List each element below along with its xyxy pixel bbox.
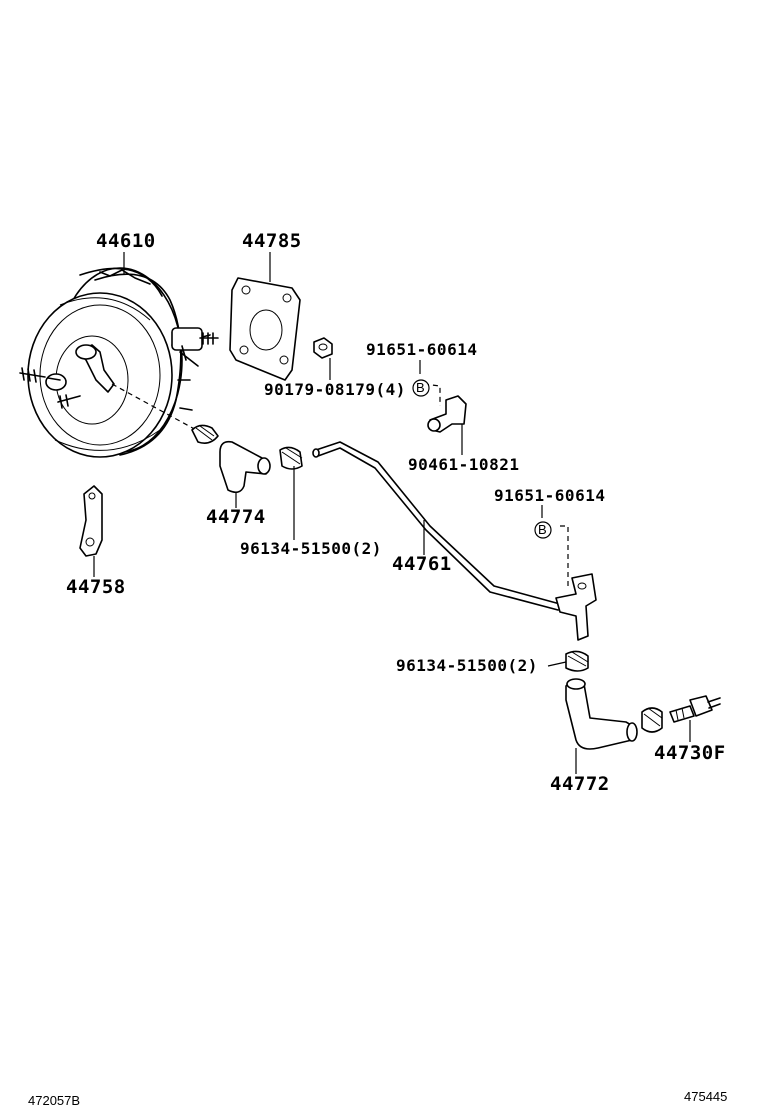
part-label-hose-upper: 44774	[206, 506, 266, 528]
nut-drawing	[313, 337, 333, 359]
part-label-hose-lower: 44772	[550, 773, 610, 795]
footer-right-code: 475445	[684, 1089, 728, 1104]
part-label-check-valve: 44730F	[654, 742, 726, 764]
vacuum-tube-drawing	[312, 441, 561, 611]
gasket-drawing	[229, 277, 301, 381]
part-label-booster: 44610	[96, 230, 156, 252]
callout-marker-lower: B	[538, 522, 547, 537]
lower-hose-drawing	[565, 678, 638, 750]
callout-markers	[412, 379, 552, 539]
part-label-gasket: 44785	[242, 230, 302, 252]
part-label-clip-upper: 96134-51500(2)	[240, 539, 382, 558]
part-label-union: 90461-10821	[408, 455, 520, 474]
brake-booster-drawing	[19, 267, 219, 458]
leader-lines	[93, 252, 691, 774]
bracket-drawing	[79, 485, 103, 557]
upper-hose-drawing	[191, 424, 303, 494]
valve-clamp-drawing	[641, 707, 663, 733]
check-valve-drawing	[669, 695, 721, 723]
part-label-nut-upper: 91651-60614	[366, 340, 478, 359]
part-label-nut-lower: 91651-60614	[494, 486, 606, 505]
part-label-nut-qty: 90179-08179(4)	[264, 380, 406, 399]
tube-bracket-drawing	[555, 525, 597, 641]
callout-marker-upper: B	[416, 380, 425, 395]
union-fitting-drawing	[423, 383, 467, 433]
lower-clamp-drawing	[565, 650, 589, 672]
part-label-bracket: 44758	[66, 576, 126, 598]
footer-left-code: 472057B	[28, 1093, 81, 1108]
part-label-clip-lower: 96134-51500(2)	[396, 656, 538, 675]
part-label-tube: 44761	[392, 553, 452, 575]
